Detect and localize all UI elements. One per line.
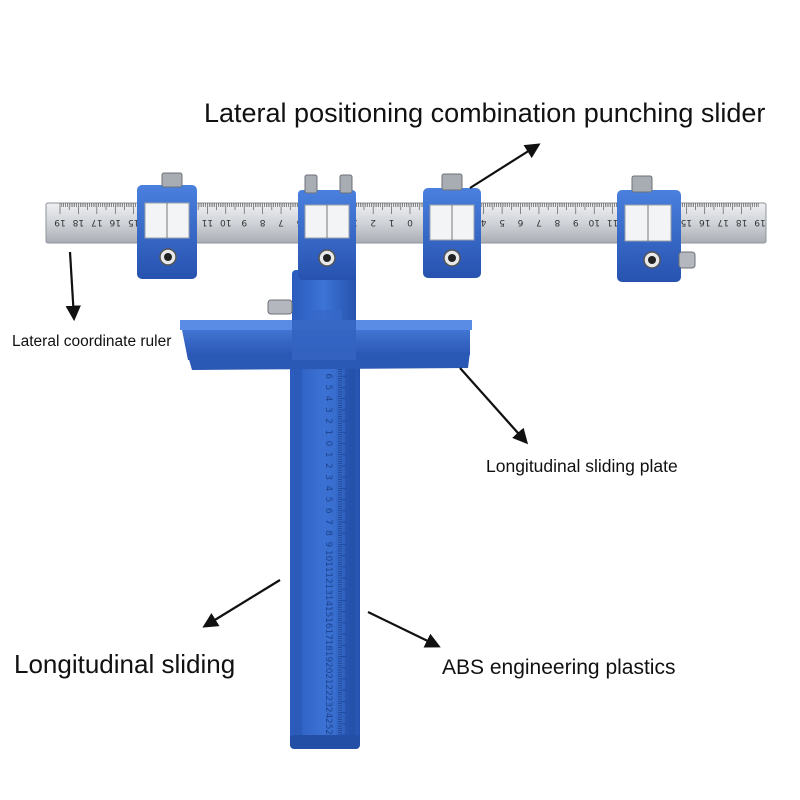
arrow-abs <box>367 611 441 648</box>
vertical-scale-numbers: 7654321012345678910111213141516171819202… <box>323 362 333 741</box>
vertical-number: 10 <box>323 550 333 562</box>
vertical-number: 20 <box>323 662 333 674</box>
vertical-number: 2 <box>323 463 333 469</box>
vertical-number: 17 <box>323 628 333 639</box>
arrow-plate <box>459 367 529 445</box>
ruler-number: 8 <box>554 217 560 227</box>
ruler-number: 10 <box>220 217 232 227</box>
vertical-number: 21 <box>323 673 333 684</box>
vertical-number: 4 <box>323 485 333 491</box>
vertical-number: 11 <box>323 561 333 572</box>
vertical-number: 0 <box>323 441 333 447</box>
vertical-number: 7 <box>323 519 333 525</box>
ruler-number: 1 <box>389 217 395 227</box>
ruler-number: 2 <box>370 217 376 227</box>
annotation-arrows <box>65 143 541 648</box>
ruler-number: 19 <box>754 217 766 227</box>
label-sliding-plate: Longitudinal sliding plate <box>486 456 678 476</box>
vertical-number: 5 <box>323 497 333 503</box>
ruler-number: 17 <box>91 217 102 227</box>
vertical-number: 8 <box>323 530 333 536</box>
ruler-number: 18 <box>736 217 748 227</box>
vertical-number: 18 <box>323 640 333 652</box>
ruler-number: 19 <box>54 217 66 227</box>
ruler-number: 0 <box>407 217 413 227</box>
vertical-number: 1 <box>323 452 333 458</box>
sliding-plate <box>180 320 472 370</box>
vertical-number: 25 <box>323 718 333 729</box>
vertical-number: 2 <box>323 418 333 424</box>
ruler-number: 7 <box>536 217 542 227</box>
vertical-number: 6 <box>323 373 333 379</box>
ruler-number: 16 <box>699 217 711 227</box>
punching-slider-1 <box>137 172 197 279</box>
ruler-number: 9 <box>573 217 579 227</box>
arrow-sliding <box>202 579 281 628</box>
ruler-number: 8 <box>259 217 265 227</box>
vertical-number: 14 <box>323 595 333 607</box>
ruler-number: 17 <box>717 217 728 227</box>
vertical-number: 6 <box>323 508 333 514</box>
vertical-number: 22 <box>323 684 333 695</box>
vertical-number: 13 <box>323 584 333 595</box>
ruler-number: 7 <box>278 217 284 227</box>
ruler-number: 9 <box>241 217 247 227</box>
ruler-number: 4 <box>481 217 487 227</box>
ruler-number: 6 <box>517 217 523 227</box>
vertical-scale-ticks <box>338 364 346 736</box>
ruler-number: 5 <box>499 217 505 227</box>
vertical-number: 9 <box>323 542 333 548</box>
vertical-number: 19 <box>323 651 333 663</box>
vertical-number: 23 <box>323 696 333 707</box>
vertical-number: 4 <box>323 396 333 402</box>
label-coordinate-ruler: Lateral coordinate ruler <box>12 333 172 350</box>
label-punching-slider: Lateral positioning combination punching… <box>204 98 766 128</box>
ruler-number: 16 <box>109 217 121 227</box>
ruler-number: 11 <box>202 217 213 227</box>
label-abs-plastics: ABS engineering plastics <box>442 656 676 679</box>
punching-slider-3 <box>423 173 481 278</box>
vertical-number: 12 <box>323 572 333 583</box>
ruler-number: 10 <box>588 217 600 227</box>
longitudinal-arm: 7654321012345678910111213141516171819202… <box>290 345 360 749</box>
vertical-number: 5 <box>323 385 333 391</box>
vertical-number: 3 <box>323 407 333 413</box>
punching-slider-4 <box>617 175 696 282</box>
arrow-slider <box>469 143 541 189</box>
vertical-number: 15 <box>323 606 333 617</box>
vertical-number: 24 <box>323 707 333 719</box>
label-longitudinal-sliding: Longitudinal sliding <box>14 649 236 679</box>
vertical-number: 16 <box>323 617 333 629</box>
arrow-ruler <box>65 251 81 322</box>
ruler-numbers: 1918171615141312111098765432101234567891… <box>54 217 766 227</box>
ruler-number: 18 <box>72 217 84 227</box>
ruler-number: 15 <box>681 217 692 227</box>
ruler-number: 15 <box>128 217 139 227</box>
vertical-number: 1 <box>323 429 333 435</box>
ruler-number: 11 <box>607 217 618 227</box>
vertical-number: 3 <box>323 474 333 480</box>
